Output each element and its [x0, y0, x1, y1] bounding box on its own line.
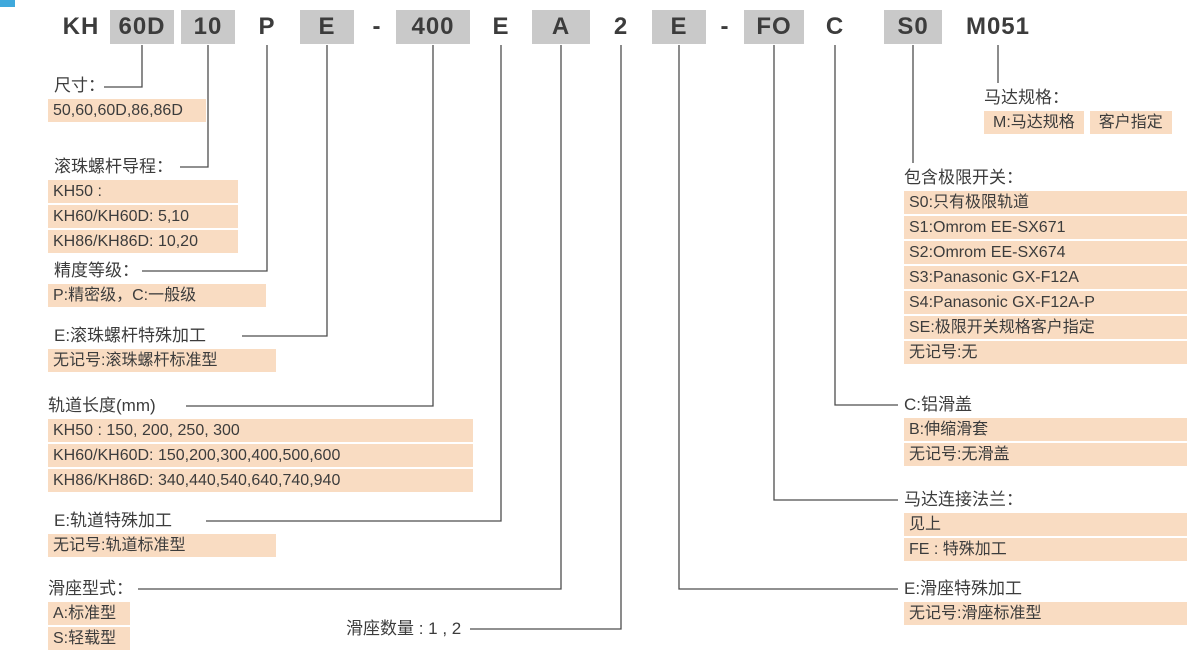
code-option: A:标准型	[48, 602, 130, 625]
block-options: B:伸缩滑套无记号:无滑盖	[904, 418, 1187, 466]
block-label: 包含极限开关：	[904, 168, 1023, 187]
code-option: S4:Panasonic GX-F12A-P	[904, 291, 1187, 314]
code-segment-e: E	[652, 10, 706, 44]
connector-slider-special	[678, 45, 898, 590]
code-option: KH60/KH60D: 5,10	[48, 205, 238, 228]
block-size: 尺寸： 50,60,60D,86,86D	[48, 74, 206, 124]
code-option: S2:Omrom EE-SX674	[904, 241, 1187, 264]
block-cover: C:铝滑盖 B:伸缩滑套无记号:无滑盖	[904, 393, 1187, 468]
code-segment-m051: M051	[965, 13, 1031, 40]
block-options: 无记号:滑座标准型	[904, 602, 1187, 625]
block-label: E:轨道特殊加工	[54, 511, 173, 530]
block-label: C:铝滑盖	[904, 395, 972, 414]
code-segment-e: E	[492, 13, 510, 40]
code-segment--: -	[372, 13, 382, 40]
block-options: M:马达规格客户指定	[984, 111, 1178, 136]
connector-slider-qty	[470, 45, 622, 630]
block-label: 滑座型式：	[48, 579, 133, 598]
block-label: 精度等级：	[54, 261, 139, 280]
code-option: B:伸缩滑套	[904, 418, 1187, 441]
code-option: 无记号:轨道标准型	[48, 534, 276, 557]
connector-flange	[773, 45, 898, 501]
code-segment--: -	[720, 13, 730, 40]
block-options: 无记号:滚珠螺杆标准型	[48, 349, 276, 372]
block-slider-special: E:滑座特殊加工 无记号:滑座标准型	[904, 577, 1187, 627]
code-option: KH50 :	[48, 180, 238, 203]
page-corner-decoration	[0, 0, 15, 7]
block-options: 50,60,60D,86,86D	[48, 99, 206, 122]
code-option: 无记号:滚珠螺杆标准型	[48, 349, 276, 372]
block-label: 滑座数量 : 1 , 2	[346, 619, 462, 638]
connector-cover	[834, 45, 898, 406]
code-option: KH50 : 150, 200, 250, 300	[48, 419, 473, 442]
code-segment-kh: KH	[62, 13, 100, 40]
code-option: 50,60,60D,86,86D	[48, 99, 206, 122]
code-option: 无记号:滑座标准型	[904, 602, 1187, 625]
block-label: 轨道长度(mm)	[48, 396, 156, 415]
code-option: SE:极限开关规格客户指定	[904, 316, 1187, 339]
code-segment-2: 2	[613, 13, 629, 40]
block-label: E:滚珠螺杆特殊加工	[54, 326, 207, 345]
block-options: P:精密级，C:一般级	[48, 284, 266, 307]
code-option: S0:只有极限轨道	[904, 191, 1187, 214]
code-option: KH86/KH86D: 10,20	[48, 230, 238, 253]
code-option: S3:Panasonic GX-F12A	[904, 266, 1187, 289]
block-label: 马达连接法兰：	[904, 490, 1023, 509]
code-segment-p: P	[258, 13, 276, 40]
block-rail-special: E:轨道特殊加工 无记号:轨道标准型	[48, 509, 276, 559]
block-motor-spec: 马达规格： M:马达规格客户指定	[984, 86, 1178, 136]
block-label: E:滑座特殊加工	[904, 579, 1023, 598]
code-segment-60d: 60D	[110, 10, 174, 44]
code-segment-c: C	[825, 13, 845, 40]
code-segment-s0: S0	[884, 10, 942, 44]
code-option: 无记号:无	[904, 341, 1187, 364]
code-option: FE : 特殊加工	[904, 538, 1187, 561]
code-option: 客户指定	[1089, 111, 1172, 134]
code-option: KH86/KH86D: 340,440,540,640,740,940	[48, 469, 473, 492]
code-option: P:精密级，C:一般级	[48, 284, 266, 307]
block-label: 马达规格：	[984, 88, 1069, 107]
block-screw-special: E:滚珠螺杆特殊加工 无记号:滚珠螺杆标准型	[48, 324, 276, 374]
code-option: 见上	[904, 513, 1187, 536]
connector-slider-type	[138, 45, 562, 590]
block-slider-qty: 滑座数量 : 1 , 2	[346, 617, 461, 642]
code-option: S:轻载型	[48, 627, 130, 650]
code-segment-10: 10	[181, 10, 235, 44]
code-segment-400: 400	[396, 10, 470, 44]
code-option: 无记号:无滑盖	[904, 443, 1187, 466]
code-option: KH60/KH60D: 150,200,300,400,500,600	[48, 444, 473, 467]
code-option: M:马达规格	[984, 111, 1084, 134]
code-segment-e: E	[300, 10, 354, 44]
code-segment-a: A	[532, 10, 590, 44]
block-label: 滚珠螺杆导程：	[54, 157, 173, 176]
block-label: 尺寸：	[54, 76, 105, 95]
code-option: S1:Omrom EE-SX671	[904, 216, 1187, 239]
code-segment-fo: FO	[744, 10, 804, 44]
block-accuracy: 精度等级： P:精密级，C:一般级	[48, 259, 266, 309]
block-options: 无记号:轨道标准型	[48, 534, 276, 557]
